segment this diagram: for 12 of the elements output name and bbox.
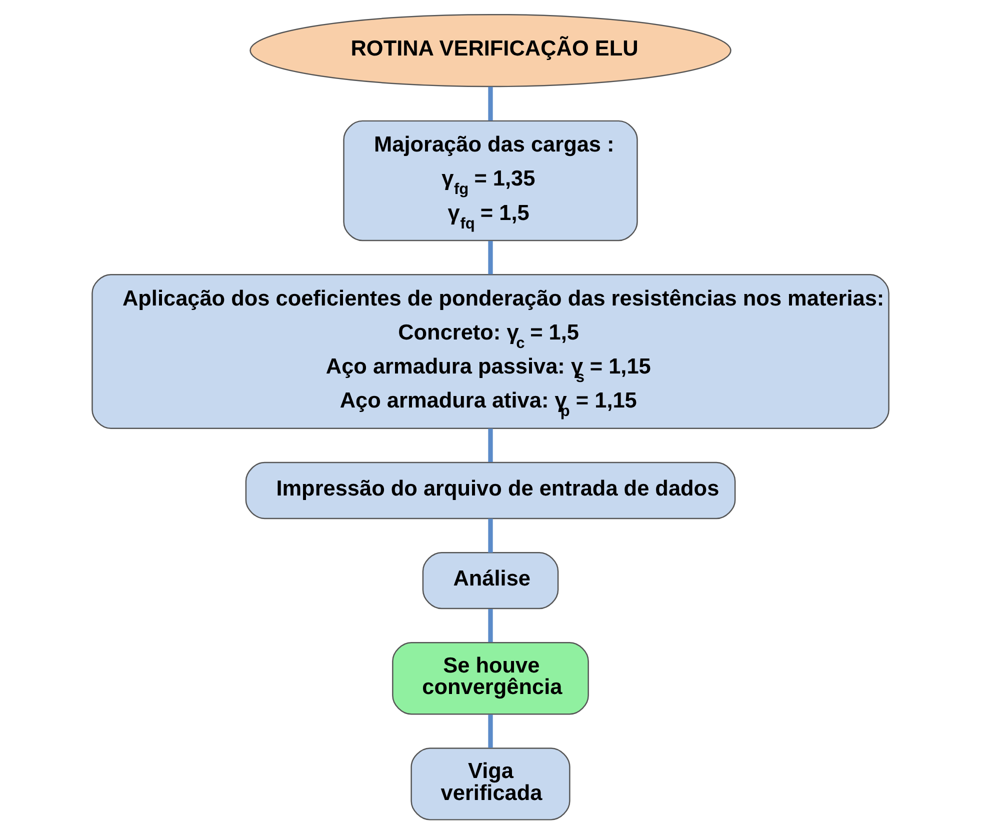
connector [488, 609, 493, 642]
node-ellipse: ROTINA VERIFICAÇÃO ELU [250, 14, 732, 88]
connector [488, 714, 493, 748]
node-box: Impressão do arquivo de entrada de dados [245, 462, 736, 520]
connector [488, 428, 493, 462]
node-box: Majoração das cargas : γ$_{fg}$ = 1,35 γ$_{fq}$ = 1,5 [343, 120, 638, 242]
connector [488, 240, 493, 274]
node-box: Viga verificada [410, 748, 570, 820]
connector [488, 518, 493, 553]
node-box: Análise [422, 552, 559, 610]
node-box: Se houve convergência [392, 642, 589, 715]
connector [488, 86, 493, 121]
